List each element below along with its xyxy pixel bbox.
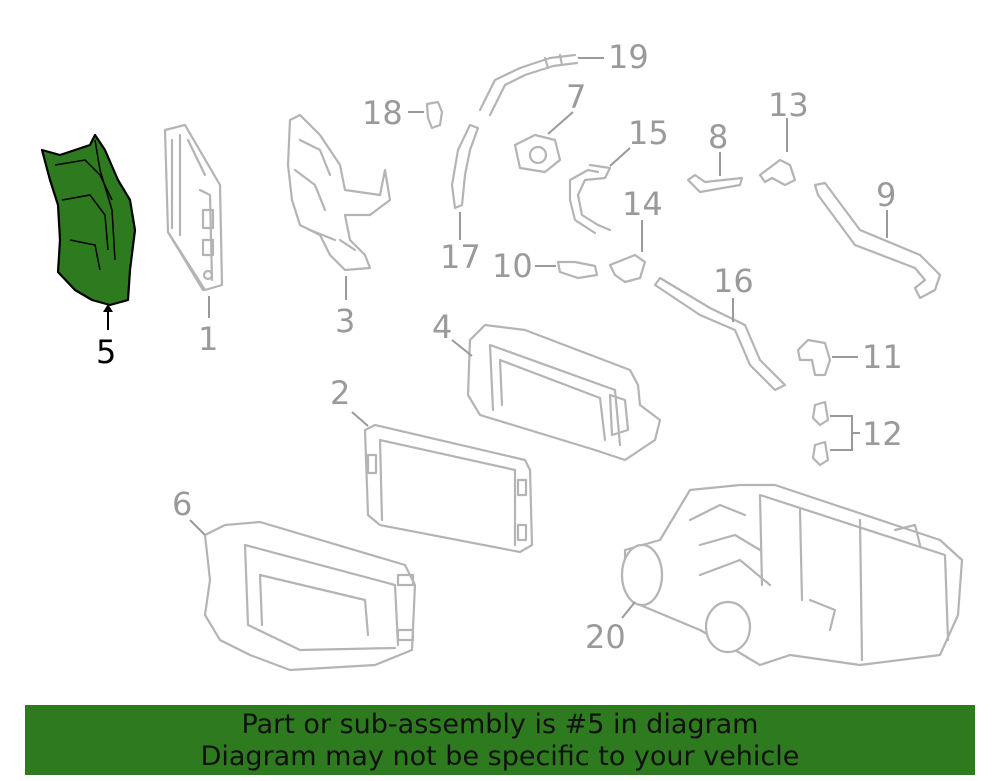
part-19[interactable]: [478, 53, 579, 117]
part-5-highlighted[interactable]: [40, 133, 137, 307]
arrow-5: [103, 304, 113, 312]
part-7[interactable]: [513, 133, 562, 174]
part-6[interactable]: [203, 520, 417, 672]
callout-7[interactable]: 7: [566, 78, 586, 116]
part-3[interactable]: [286, 113, 392, 272]
callout-6[interactable]: 6: [172, 485, 192, 523]
part-2[interactable]: [363, 423, 534, 554]
callout-16[interactable]: 16: [713, 262, 754, 300]
part-9[interactable]: [813, 181, 942, 300]
leader-7: [547, 111, 574, 135]
part-14[interactable]: [608, 253, 647, 284]
callout-10[interactable]: 10: [492, 247, 533, 285]
callout-11[interactable]: 11: [862, 338, 903, 376]
part-13[interactable]: [758, 158, 797, 187]
part-17[interactable]: [450, 123, 480, 210]
callout-9[interactable]: 9: [876, 176, 896, 214]
leader-4: [451, 339, 473, 357]
part-10[interactable]: [556, 260, 599, 280]
callout-17[interactable]: 17: [440, 238, 481, 276]
callout-18[interactable]: 18: [362, 94, 403, 132]
banner-line-1: Part or sub-assembly is #5 in diagram: [241, 709, 759, 740]
part-1[interactable]: [163, 123, 224, 292]
leader-2: [351, 411, 369, 427]
part-16[interactable]: [653, 276, 787, 392]
banner-line-2: Diagram may not be specific to your vehi…: [200, 741, 800, 772]
part-8[interactable]: [686, 173, 744, 194]
callout-19[interactable]: 19: [608, 38, 649, 76]
parts-diagram: 5 1 3 18 17 19 7 15: [40, 38, 964, 672]
leader-20: [621, 601, 636, 619]
callout-15[interactable]: 15: [628, 114, 669, 152]
part-20[interactable]: [620, 483, 964, 667]
callout-8[interactable]: 8: [708, 118, 728, 156]
callout-12[interactable]: 12: [862, 415, 903, 453]
leader-6: [189, 519, 206, 536]
part-15[interactable]: [568, 163, 612, 235]
leader-15: [609, 147, 631, 167]
part-4[interactable]: [466, 323, 662, 462]
part-12[interactable]: [811, 400, 830, 467]
leader-12: [830, 415, 860, 451]
callout-1[interactable]: 1: [198, 320, 218, 358]
callout-20[interactable]: 20: [585, 618, 626, 656]
callout-13[interactable]: 13: [768, 86, 809, 124]
callout-14[interactable]: 14: [622, 185, 663, 223]
callout-2[interactable]: 2: [330, 374, 350, 412]
callout-3[interactable]: 3: [335, 302, 355, 340]
callout-4[interactable]: 4: [432, 308, 452, 346]
part-11[interactable]: [796, 338, 832, 377]
part-18[interactable]: [425, 100, 444, 130]
callout-5[interactable]: 5: [96, 333, 116, 371]
info-banner: Part or sub-assembly is #5 in diagram Di…: [25, 705, 975, 775]
